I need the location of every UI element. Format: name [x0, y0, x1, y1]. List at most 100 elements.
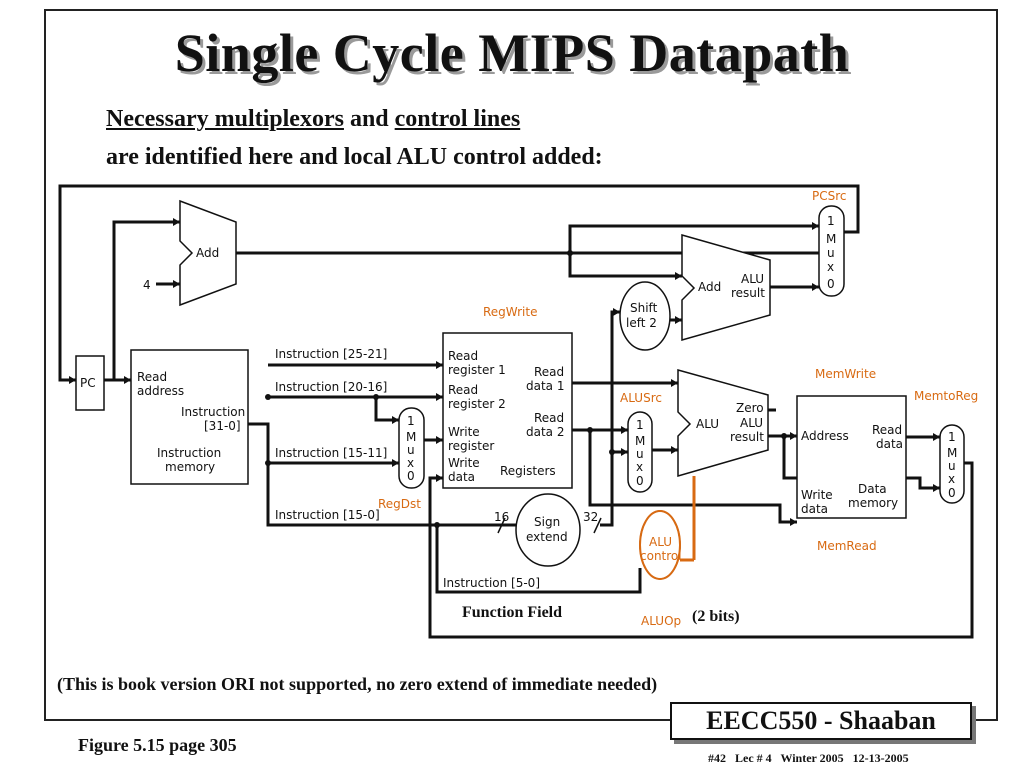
two-bits-label: (2 bits) — [692, 608, 740, 625]
memtoreg-mux-u: u — [948, 459, 956, 473]
label-memread: MemRead — [817, 539, 877, 553]
pcsrc-mux-m: M — [826, 232, 836, 246]
control-wires — [680, 476, 696, 562]
label-rr1b: register 1 — [448, 363, 506, 377]
label-dm-write1: Write — [801, 488, 833, 502]
pc-adder — [179, 199, 237, 307]
label-im-read: Read — [137, 370, 167, 384]
memtoreg-mux-x: x — [948, 472, 955, 486]
arrowheads — [69, 218, 940, 528]
slide-frame — [44, 9, 998, 721]
label-alu-ctrl2: control — [640, 549, 682, 563]
wire-rt-to-mux — [374, 397, 399, 422]
label-instr-20-16: Instruction [20-16] — [275, 380, 387, 394]
label-rd2a: Read — [534, 411, 564, 425]
wire-writeback — [428, 461, 974, 639]
instruction-memory — [130, 349, 249, 485]
label-im-address: address — [137, 384, 184, 398]
memtoreg-mux — [939, 424, 965, 504]
pc-register — [75, 355, 105, 411]
components — [75, 199, 965, 580]
regdst-mux-u: u — [407, 443, 415, 457]
pcsrc-mux-1: 1 — [827, 214, 835, 228]
pcsrc-mux — [818, 205, 845, 297]
label-zero: Zero — [736, 401, 764, 415]
label-memtoreg: MemtoReg — [914, 389, 978, 403]
wire-pc4-mux1 — [568, 224, 819, 253]
subtitle-multiplexors: Necessary multiplexors — [106, 106, 344, 132]
memtoreg-mux-m: M — [947, 446, 957, 460]
label-rr1a: Read — [448, 349, 478, 363]
wire-funct — [435, 525, 642, 594]
alusrc-mux-x: x — [636, 460, 643, 474]
label-instr-25-21: Instruction [25-21] — [275, 347, 387, 361]
wire-pc4-add2 — [568, 253, 682, 278]
label-add2: Add — [698, 280, 721, 294]
label-rd1a: Read — [534, 365, 564, 379]
regdst-mux — [398, 407, 425, 489]
label-dm-write2: data — [801, 502, 828, 516]
label-sign1: Sign — [534, 515, 560, 529]
wire-rd2-to-wd — [588, 430, 797, 524]
label-32: 32 — [583, 510, 598, 524]
wire-alu-bypass — [782, 436, 940, 490]
label-wda: Write — [448, 456, 480, 470]
label-add-top: Add — [196, 246, 219, 260]
label-aluop: ALUOp — [641, 614, 681, 628]
function-field-label: Function Field — [462, 604, 563, 621]
subtitle-and: and — [349, 106, 389, 132]
data-memory — [796, 395, 907, 519]
label-instr-15-0: Instruction [15-0] — [275, 508, 380, 522]
label-add2-result: result — [731, 286, 765, 300]
label-alu-res-a: ALU — [740, 416, 763, 430]
label-registers: Registers — [500, 464, 556, 478]
label-regwrite: RegWrite — [483, 305, 537, 319]
alu-control-outline — [639, 510, 681, 580]
wire-sign-out — [600, 450, 628, 527]
bus-width-marks — [497, 517, 602, 534]
label-rd1b: data 1 — [526, 379, 564, 393]
figure-reference: Figure 5.15 page 305 — [78, 735, 237, 755]
memtoreg-mux-0: 0 — [948, 486, 956, 500]
label-wdb: data — [448, 470, 475, 484]
label-im-instr: Instruction — [181, 405, 245, 419]
register-file — [442, 332, 573, 489]
alusrc-mux-m: M — [635, 434, 645, 448]
regdst-mux-1: 1 — [407, 414, 415, 428]
label-alu-ctrl1: ALU — [649, 535, 672, 549]
label-dm-name2: memory — [848, 496, 898, 510]
label-dm-read2: data — [876, 437, 903, 451]
label-dm-address: Address — [801, 429, 849, 443]
pcsrc-mux-u: u — [827, 246, 835, 260]
label-16: 16 — [494, 510, 509, 524]
wire-pc-loop — [58, 184, 860, 382]
label-sign2: extend — [526, 530, 568, 544]
label-pc: PC — [80, 376, 96, 390]
wire-instr-bus — [248, 422, 430, 527]
regdst-mux-0: 0 — [407, 469, 415, 483]
label-memwrite: MemWrite — [815, 367, 876, 381]
course-badge: EECC550 - Shaaban — [670, 702, 972, 740]
regdst-mux-m: M — [406, 430, 416, 444]
alusrc-mux-u: u — [636, 447, 644, 461]
label-regdst: RegDst — [378, 497, 421, 511]
label-im-name2: memory — [165, 460, 215, 474]
label-alu: ALU — [696, 417, 719, 431]
label-four: 4 — [143, 278, 151, 292]
main-alu — [677, 369, 769, 477]
subtitle-control-lines: control lines — [394, 106, 521, 132]
subtitle-line-2: are identified here and local ALU contro… — [106, 144, 603, 170]
diagram-labels: Add 4 PC Read address Instruction [31-0]… — [80, 189, 978, 628]
label-add2-alu: ALU — [741, 272, 764, 286]
memtoreg-mux-1: 1 — [948, 430, 956, 444]
label-instr-15-11: Instruction [15-11] — [275, 446, 387, 460]
pcsrc-mux-x: x — [827, 260, 834, 274]
slide-title: Single Cycle MIPS Datapath — [174, 23, 850, 83]
label-wra: Write — [448, 425, 480, 439]
subtitle-line-1: Necessary multiplexors and control lines — [106, 106, 520, 133]
label-instr-5-0: Instruction [5-0] — [443, 576, 540, 590]
label-dm-read1: Read — [872, 423, 902, 437]
label-rr2b: register 2 — [448, 397, 506, 411]
label-im-range: [31-0] — [204, 419, 241, 433]
